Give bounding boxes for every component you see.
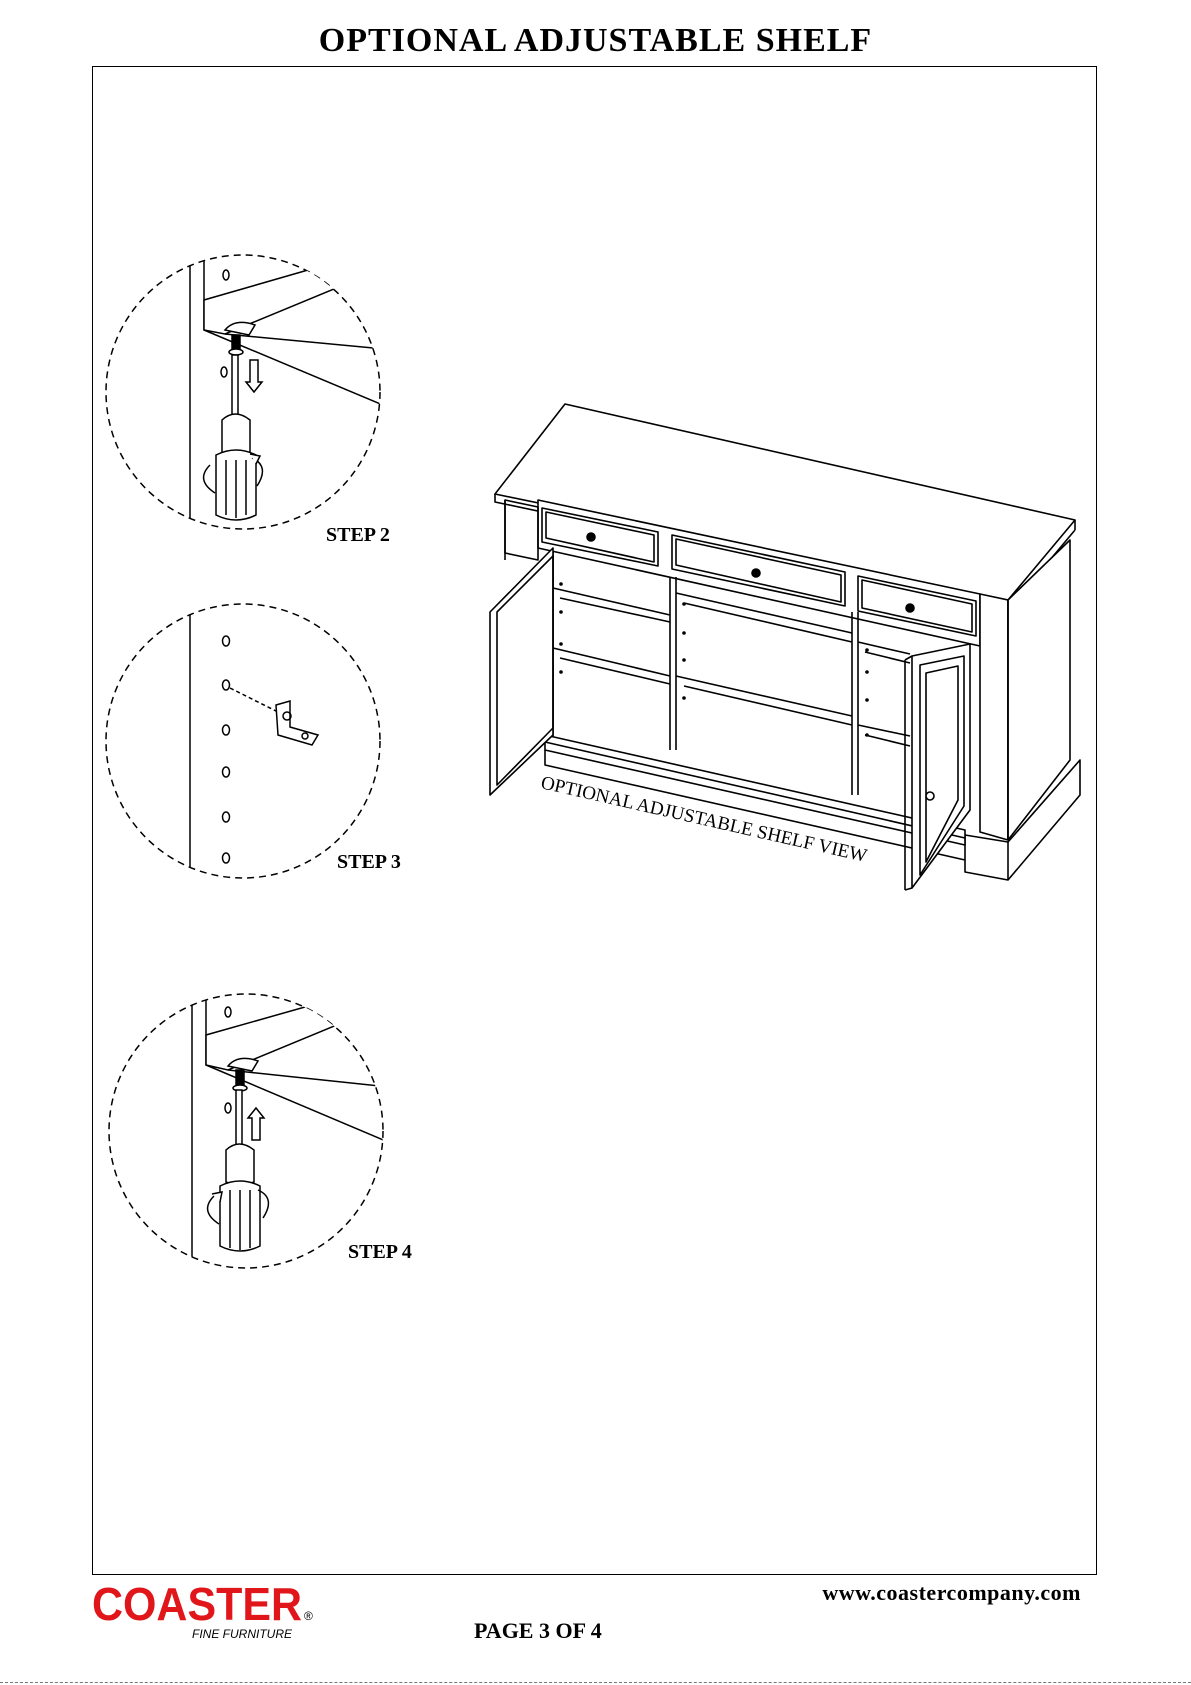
page-edge-divider [0,1682,1191,1683]
step-2-label: STEP 2 [326,524,390,547]
step4-detail-circle [109,990,398,1275]
registered-mark: ® [304,1609,313,1623]
step3-detail-circle [106,600,380,880]
step-3-label: STEP 3 [337,851,401,874]
brand-tagline: FINE FURNITURE [192,1627,293,1641]
step-4-label: STEP 4 [348,1241,412,1264]
cabinet-illustration [490,404,1080,890]
brand-wordmark: COASTER [92,1582,302,1630]
coaster-logo: COASTER ® FINE FURNITURE [92,1582,322,1647]
website-url: www.coastercompany.com [822,1580,1081,1606]
step2-detail-circle [106,255,395,540]
page-number: PAGE 3 OF 4 [474,1618,602,1644]
coaster-logo-mark: COASTER ® FINE FURNITURE [92,1582,322,1642]
